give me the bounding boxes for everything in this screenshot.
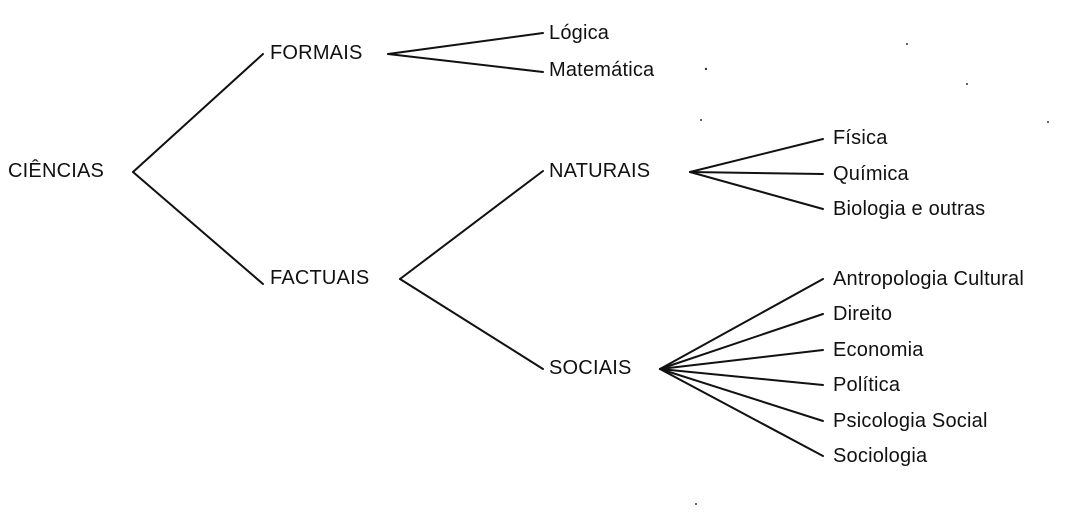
node-fisica: Física xyxy=(833,127,888,149)
node-economia: Economia xyxy=(833,339,924,361)
scan-speck xyxy=(695,503,697,505)
node-psicologia-social: Psicologia Social xyxy=(833,410,988,432)
node-antropologia-cultural: Antropologia Cultural xyxy=(833,268,1024,290)
edge-sociais-psicologia xyxy=(659,368,824,422)
node-sociologia: Sociologia xyxy=(833,445,928,467)
edge-sociais-economia xyxy=(659,349,824,370)
edge-factuais-naturais xyxy=(399,170,544,280)
scan-speck xyxy=(1047,121,1049,123)
node-politica: Política xyxy=(833,374,901,396)
node-ciencias: CIÊNCIAS xyxy=(8,160,105,182)
edge-naturais-fisica xyxy=(689,138,824,173)
scan-speck xyxy=(906,43,908,45)
edge-naturais-biologia xyxy=(689,171,824,210)
edge-ciencias-factuais xyxy=(132,171,264,285)
node-quimica: Química xyxy=(833,163,909,185)
node-formais: FORMAIS xyxy=(270,42,363,64)
node-naturais: NATURAIS xyxy=(549,160,651,182)
edge-sociais-direito xyxy=(659,313,824,370)
scan-speck xyxy=(704,67,708,71)
node-factuais: FACTUAIS xyxy=(270,267,370,289)
node-biologia: Biologia e outras xyxy=(833,198,986,220)
edge-sociais-sociologia xyxy=(659,368,824,457)
edge-ciencias-formais xyxy=(132,53,264,173)
edge-formais-matematica xyxy=(387,53,544,73)
edge-factuais-sociais xyxy=(399,278,544,370)
node-sociais: SOCIAIS xyxy=(549,357,632,379)
edge-sociais-politica xyxy=(659,368,824,386)
edge-sociais-antropologia xyxy=(659,278,824,370)
scan-speck xyxy=(966,83,968,85)
node-logica: Lógica xyxy=(549,22,610,44)
edge-formais-logica xyxy=(387,32,544,55)
node-direito: Direito xyxy=(833,303,893,325)
scan-speck xyxy=(700,119,702,121)
edge-naturais-quimica xyxy=(689,171,824,175)
node-matematica: Matemática xyxy=(549,59,655,81)
